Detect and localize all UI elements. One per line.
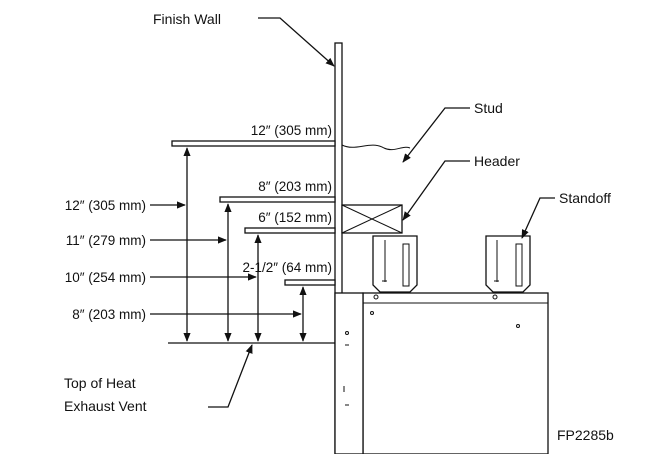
standoff-leader	[521, 197, 555, 239]
header-leader	[402, 160, 470, 221]
clearance-bar-12in	[171, 140, 336, 147]
top-of-vent-label-line2: Exhaust Vent	[64, 398, 147, 414]
clearance-bar-6in	[244, 227, 336, 234]
top-of-vent-label-line1: Top of Heat	[64, 375, 136, 391]
vertical-clearance-8in: 8″ (203 mm)	[72, 307, 146, 322]
top-of-vent-leader	[208, 344, 253, 408]
cabinet-side	[334, 292, 364, 454]
vertical-clearance-11in: 11″ (279 mm)	[66, 233, 146, 248]
fireplace-cabinet	[362, 292, 549, 454]
vertical-clearance-12in: 12″ (305 mm)	[65, 198, 146, 213]
horizontal-clearance-2-5in: 2-1/2″ (64 mm)	[242, 260, 332, 275]
standoff-label: Standoff	[559, 190, 611, 206]
finish-wall-label: Finish Wall	[153, 11, 221, 27]
stud-label: Stud	[474, 100, 503, 116]
horizontal-clearance-8in: 8″ (203 mm)	[258, 179, 332, 194]
stud-leader	[402, 107, 470, 163]
horizontal-clearance-6in: 6″ (152 mm)	[258, 210, 332, 225]
header-label: Header	[474, 153, 520, 169]
finish-wall-leader	[258, 17, 335, 67]
clearance-bar-8in	[219, 196, 336, 203]
stud-break-line	[341, 144, 411, 151]
vertical-clearance-10in: 10″ (254 mm)	[65, 270, 146, 285]
figure-id: FP2285b	[557, 427, 614, 443]
standoff-right	[485, 235, 531, 293]
header-block	[341, 204, 403, 234]
horizontal-clearance-12in: 12″ (305 mm)	[251, 123, 332, 138]
standoff-left	[372, 235, 418, 293]
clearance-bar-2-5in	[284, 279, 336, 286]
